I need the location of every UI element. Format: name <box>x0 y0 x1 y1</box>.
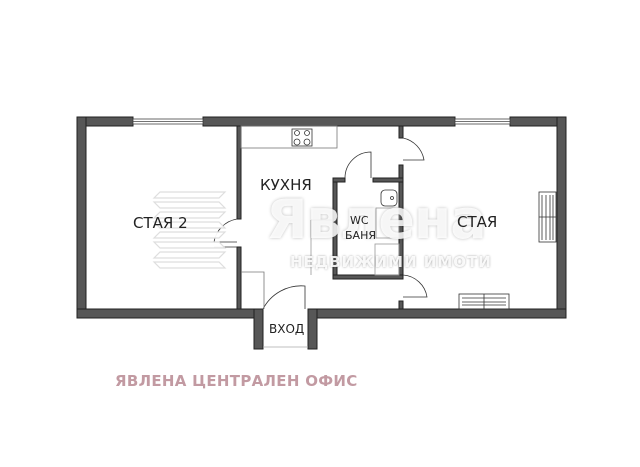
kitchen-cabinet <box>241 271 265 309</box>
bath-wall-top-left <box>332 177 346 183</box>
room-label-bathroom: БАНЯ <box>345 229 376 242</box>
shower-tray <box>374 243 400 276</box>
wall-room-lower <box>398 300 404 310</box>
bottom-wall-left <box>76 308 264 319</box>
watermark-brand: Явлена <box>266 188 487 251</box>
top-wall-mid <box>202 116 456 127</box>
door-bathroom <box>344 151 372 179</box>
wall-bedroom2-kitchen-upper <box>236 125 242 220</box>
wall-room-upper <box>398 125 404 139</box>
door-room-top <box>402 137 425 161</box>
left-wall <box>76 116 87 319</box>
bath-sink <box>380 189 398 207</box>
door-entrance <box>262 285 306 310</box>
bathtub <box>375 207 400 239</box>
door-room-bottom <box>402 274 428 298</box>
bottom-wall-right <box>307 308 567 319</box>
room-label-kitchen: КУХНЯ <box>260 176 312 194</box>
watermark-logo-icon <box>152 191 227 269</box>
vestibule-left-wall <box>253 308 264 350</box>
bath-wall-bottom <box>332 274 404 280</box>
right-wall <box>556 116 567 319</box>
watermark-tagline: НЕДВИЖИМИ ИМОТИ <box>290 253 492 271</box>
wall-bedroom2-kitchen-lower <box>236 246 242 310</box>
room-label-wc: WC <box>350 214 369 227</box>
room-label-bedroom2: СТАЯ 2 <box>133 214 188 232</box>
bath-wall-top-right <box>372 177 404 183</box>
stove <box>291 128 313 147</box>
vestibule-right-wall <box>307 308 318 350</box>
room-label-room: СТАЯ <box>457 213 498 231</box>
kitchen-counter <box>240 125 338 149</box>
office-label: ЯВЛЕНА ЦЕНТРАЛЕН ОФИС <box>115 372 358 390</box>
room-label-entrance: ВХОД <box>269 322 305 336</box>
